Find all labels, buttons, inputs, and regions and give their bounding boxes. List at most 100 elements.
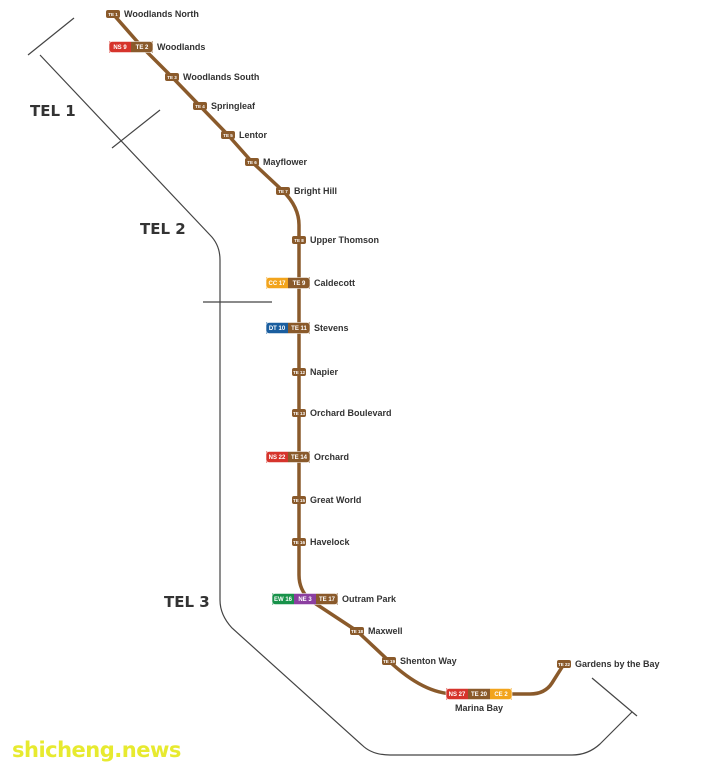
station-name-label: Mayflower xyxy=(263,157,308,167)
station-bright-hill[interactable]: TE 7 Bright Hill xyxy=(276,186,337,196)
station-code-text: NS 27 xyxy=(449,692,466,698)
station-name-label: Woodlands xyxy=(157,42,205,52)
station-code-text: TE 17 xyxy=(319,597,336,603)
station-outram-park[interactable]: EW 16 NE 3 TE 17 Outram Park xyxy=(271,593,397,605)
station-code-badge xyxy=(490,688,512,700)
station-code-badge xyxy=(193,102,207,110)
station-name-label: Caldecott xyxy=(314,278,355,288)
station-code-text: TE 16 xyxy=(293,540,306,545)
station-code-badge xyxy=(288,451,310,463)
station-shenton-way[interactable]: TE 19 Shenton Way xyxy=(382,656,457,666)
station-woodlands-south[interactable]: TE 3 Woodlands South xyxy=(165,72,259,82)
station-name-label: Gardens by the Bay xyxy=(575,659,660,669)
watermark-text: shicheng.news xyxy=(12,738,181,762)
station-code-text: CC 17 xyxy=(268,281,286,287)
station-badge-outline xyxy=(265,277,311,289)
station-name-label: Orchard Boulevard xyxy=(310,408,392,418)
station-marina-bay[interactable]: NS 27 TE 20 CE 2 Marina Bay xyxy=(445,688,513,714)
station-code-text: NS 9 xyxy=(113,45,127,51)
station-name-label: Outram Park xyxy=(342,594,397,604)
station-name-label: Marina Bay xyxy=(455,703,503,713)
station-code-badge xyxy=(292,538,306,546)
station-code-text: CE 2 xyxy=(494,692,508,698)
station-code-badge xyxy=(292,368,306,376)
station-name-label: Upper Thomson xyxy=(310,235,379,245)
station-code-text: TE 22 xyxy=(558,662,571,667)
segment-label-tel3: TEL 3 xyxy=(164,593,210,611)
station-napier[interactable]: TE 12 Napier xyxy=(292,367,339,377)
station-code-badge xyxy=(288,277,310,289)
station-code-badge xyxy=(272,593,294,605)
station-code-badge xyxy=(294,593,316,605)
station-code-text: TE 12 xyxy=(293,370,306,375)
segment-label-tel1: TEL 1 xyxy=(30,102,76,120)
station-code-badge xyxy=(446,688,468,700)
station-code-badge xyxy=(131,41,153,53)
station-code-text: TE 6 xyxy=(247,160,257,165)
station-code-text: TE 18 xyxy=(351,629,364,634)
station-name-label: Springleaf xyxy=(211,101,256,111)
station-code-text: TE 14 xyxy=(291,455,308,461)
station-name-label: Napier xyxy=(310,367,339,377)
station-name-label: Woodlands South xyxy=(183,72,259,82)
station-maxwell[interactable]: TE 18 Maxwell xyxy=(350,626,403,636)
segment-guides xyxy=(27,17,638,756)
station-code-text: TE 15 xyxy=(293,498,306,503)
station-lentor[interactable]: TE 5 Lentor xyxy=(221,130,267,140)
station-name-label: Stevens xyxy=(314,323,349,333)
station-code-text: TE 19 xyxy=(383,659,396,664)
station-code-text: TE 7 xyxy=(278,189,288,194)
station-mayflower[interactable]: TE 6 Mayflower xyxy=(245,157,308,167)
station-badge-outline xyxy=(445,688,513,700)
station-name-label: Maxwell xyxy=(368,626,403,636)
station-code-badge xyxy=(316,593,338,605)
station-name-label: Shenton Way xyxy=(400,656,457,666)
station-code-badge xyxy=(221,131,235,139)
station-code-text: EW 16 xyxy=(274,597,293,603)
station-name-label: Woodlands North xyxy=(124,9,199,19)
segment-label-tel2: TEL 2 xyxy=(140,220,186,238)
station-code-text: TE 9 xyxy=(293,281,306,287)
station-code-text: TE 20 xyxy=(471,692,488,698)
station-code-badge xyxy=(266,451,288,463)
station-code-badge xyxy=(106,10,120,18)
station-badge-outline xyxy=(271,593,339,605)
station-gardens-by-the-bay[interactable]: TE 22 Gardens by the Bay xyxy=(557,659,660,669)
station-woodlands-north[interactable]: TE 1 Woodlands North xyxy=(106,9,199,19)
station-code-badge xyxy=(109,41,131,53)
station-code-badge xyxy=(382,657,396,665)
station-code-badge xyxy=(266,277,288,289)
segment-tick-tel1-tel2 xyxy=(111,109,161,149)
station-name-label: Bright Hill xyxy=(294,186,337,196)
station-code-badge xyxy=(557,660,571,668)
segment-tick-tel1-start xyxy=(27,17,75,56)
station-code-badge xyxy=(292,409,306,417)
station-caldecott[interactable]: CC 17 TE 9 Caldecott xyxy=(265,277,355,289)
segment-guide-line xyxy=(39,54,633,756)
station-code-text: TE 5 xyxy=(223,133,233,138)
station-code-text: TE 1 xyxy=(108,12,118,17)
station-code-badge xyxy=(165,73,179,81)
station-badge-outline xyxy=(265,322,311,334)
station-code-badge xyxy=(292,496,306,504)
tel-route-line xyxy=(111,12,566,696)
station-code-text: NS 22 xyxy=(269,455,286,461)
station-code-text: DT 10 xyxy=(269,326,286,332)
station-code-badge xyxy=(288,322,310,334)
station-badge-outline xyxy=(265,451,311,463)
station-code-text: TE 3 xyxy=(167,75,177,80)
station-code-badge xyxy=(245,158,259,166)
station-badge-outline xyxy=(108,41,154,53)
station-name-label: Lentor xyxy=(239,130,267,140)
station-code-text: NE 3 xyxy=(298,597,312,603)
